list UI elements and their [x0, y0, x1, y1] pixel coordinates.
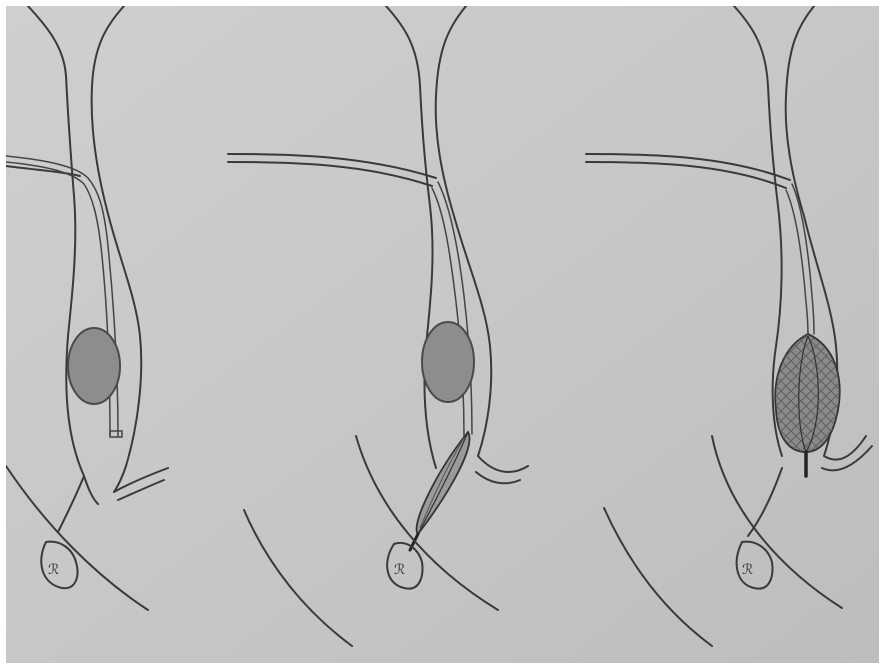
panel-1-papilla-mark: ℛ: [48, 562, 59, 578]
illustration-svg: ℛ: [6, 6, 879, 663]
illustration-photo: ℛ: [6, 6, 879, 663]
panel-3-papilla-mark: ℛ: [742, 562, 753, 578]
panel-2-stone: [422, 322, 474, 402]
panel-1-stone: [68, 328, 120, 404]
panel-2-papilla-mark: ℛ: [394, 562, 405, 578]
